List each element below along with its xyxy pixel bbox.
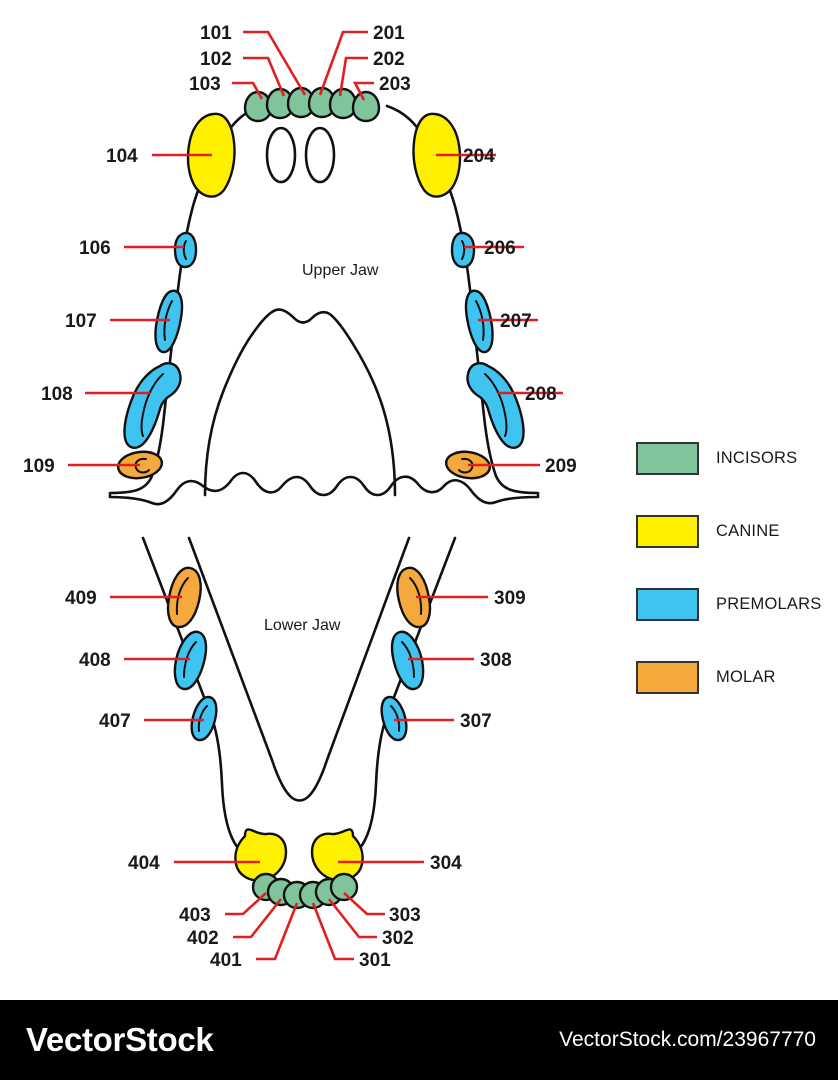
lower-jaw-inner-outline — [187, 536, 411, 802]
label-201[interactable]: 201 — [373, 23, 405, 44]
leader-301 — [311, 902, 354, 961]
tooth-106-detail — [182, 240, 187, 260]
leader-403 — [225, 892, 267, 916]
leader-303 — [343, 892, 385, 916]
legend-item-canine: CANINE — [636, 505, 836, 557]
label-101[interactable]: 101 — [200, 23, 232, 44]
leader-101 — [243, 30, 307, 96]
lower-jaw-group: Lower Jaw — [141, 536, 457, 910]
label-109[interactable]: 109 — [23, 456, 55, 477]
legend-swatch-incisors — [636, 441, 699, 475]
tooth-308-detail — [401, 641, 415, 678]
label-407[interactable]: 407 — [99, 711, 131, 732]
label-301[interactable]: 301 — [359, 950, 391, 971]
leader-103 — [232, 81, 264, 100]
tooth-308 — [390, 630, 425, 691]
label-207[interactable]: 207 — [500, 311, 532, 332]
upper-jaw-text: Upper Jaw — [302, 262, 379, 279]
label-106[interactable]: 106 — [79, 238, 111, 259]
label-103[interactable]: 103 — [189, 74, 221, 95]
lower-jaw-text: Lower Jaw — [264, 617, 341, 634]
label-404[interactable]: 404 — [128, 853, 160, 874]
label-307[interactable]: 307 — [460, 711, 492, 732]
upper-label-group: 101 102 103 201 202 203 104 204 106 — [23, 23, 577, 477]
label-209[interactable]: 209 — [545, 456, 577, 477]
tooth-108-detail — [140, 373, 164, 437]
legend-label-canine: CANINE — [716, 521, 780, 540]
label-401[interactable]: 401 — [210, 950, 242, 971]
leader-102 — [243, 56, 286, 97]
leader-201 — [318, 30, 368, 96]
lower-label-group: 409 309 408 308 407 307 404 304 403 — [65, 588, 526, 971]
label-102[interactable]: 102 — [200, 49, 232, 70]
tooth-407-detail — [197, 705, 208, 732]
upper-jaw-outline — [108, 104, 540, 506]
leader-203 — [352, 81, 374, 101]
tooth-409-detail — [175, 577, 189, 615]
legend-item-premolars: PREMOLARS — [636, 578, 836, 630]
tooth-208 — [466, 362, 525, 450]
leader-401 — [256, 902, 299, 961]
tooth-207 — [464, 289, 494, 354]
label-402[interactable]: 402 — [187, 928, 219, 949]
label-308[interactable]: 308 — [480, 650, 512, 671]
tooth-208-detail — [484, 373, 508, 437]
label-108[interactable]: 108 — [41, 384, 73, 405]
legend-swatch-canine — [636, 514, 699, 548]
tooth-407 — [190, 695, 218, 742]
dental-anatomy-illustration: Upper Jaw 101 102 103 201 202 203 104 — [23, 23, 577, 971]
tooth-108 — [123, 362, 182, 450]
label-202[interactable]: 202 — [373, 49, 405, 70]
label-104[interactable]: 104 — [106, 146, 138, 167]
tooth-206 — [450, 231, 476, 269]
tooth-106 — [173, 231, 198, 269]
legend-label-molar: MOLAR — [716, 667, 776, 686]
label-204[interactable]: 204 — [463, 146, 495, 167]
label-206[interactable]: 206 — [484, 238, 516, 259]
tooth-309-detail — [409, 577, 423, 615]
legend: INCISORS CANINE PREMOLARS MOLAR — [636, 432, 836, 724]
label-408[interactable]: 408 — [79, 650, 111, 671]
tooth-206-detail — [461, 240, 466, 260]
tooth-202 — [328, 87, 358, 120]
tooth-109-detail — [134, 457, 150, 474]
leader-202 — [338, 56, 368, 97]
leader-402 — [233, 898, 283, 939]
legend-label-premolars: PREMOLARS — [716, 594, 822, 613]
label-403[interactable]: 403 — [179, 905, 211, 926]
tooth-303 — [329, 872, 359, 902]
label-409[interactable]: 409 — [65, 588, 97, 609]
incisive-papilla-left — [265, 126, 297, 184]
vectorstock-url: VectorStock.com/23967770 — [559, 1028, 816, 1051]
legend-item-incisors: INCISORS — [636, 432, 836, 484]
leader-302 — [327, 898, 377, 939]
tooth-408-detail — [183, 641, 197, 678]
label-208[interactable]: 208 — [525, 384, 557, 405]
label-303[interactable]: 303 — [389, 905, 421, 926]
label-304[interactable]: 304 — [430, 853, 462, 874]
tooth-404 — [234, 828, 288, 882]
tooth-307 — [380, 695, 408, 742]
legend-item-molar: MOLAR — [636, 651, 836, 703]
legend-swatch-premolars — [636, 587, 699, 621]
tooth-304 — [310, 828, 364, 882]
legend-swatch-molar — [636, 660, 699, 694]
label-302[interactable]: 302 — [382, 928, 414, 949]
tooth-209-detail — [458, 457, 474, 474]
vectorstock-logo: VectorStock — [26, 1021, 214, 1058]
incisive-papilla-right — [304, 126, 336, 184]
tooth-107 — [154, 289, 184, 354]
label-107[interactable]: 107 — [65, 311, 97, 332]
upper-jaw-group: Upper Jaw — [108, 86, 540, 506]
tooth-307-detail — [390, 705, 401, 732]
tooth-408 — [173, 630, 208, 691]
label-309[interactable]: 309 — [494, 588, 526, 609]
legend-label-incisors: INCISORS — [716, 448, 798, 467]
watermark-bar: VectorStock VectorStock.com/23967770 — [0, 1000, 838, 1080]
tooth-203 — [351, 90, 381, 123]
label-203[interactable]: 203 — [379, 74, 411, 95]
soft-palate-outline — [203, 308, 397, 497]
